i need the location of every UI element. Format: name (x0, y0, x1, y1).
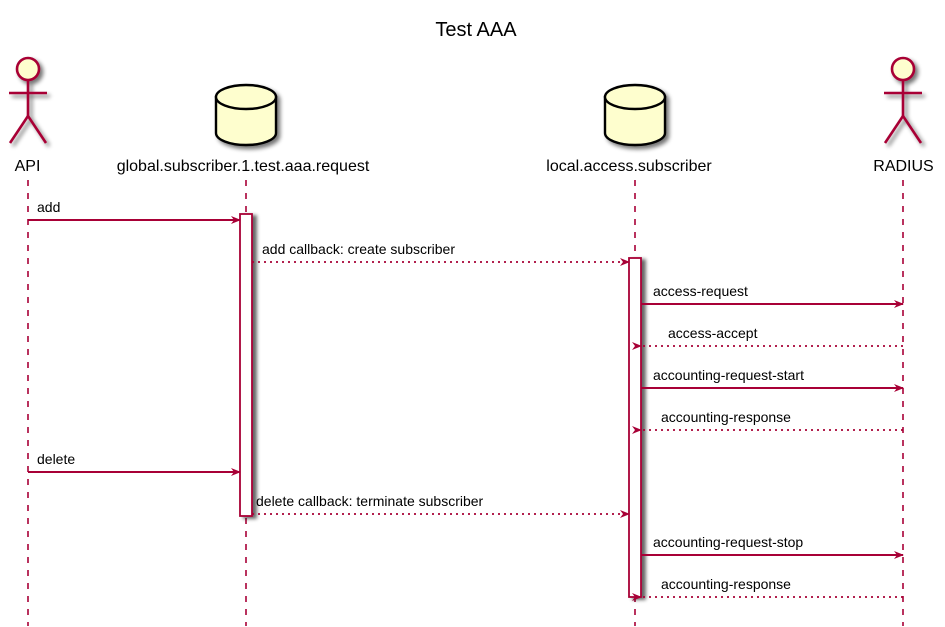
message-label: accounting-response (661, 409, 791, 425)
message-label: accounting-request-stop (653, 534, 803, 550)
message-label: accounting-request-start (653, 367, 804, 383)
participant-label-api: API (15, 158, 41, 175)
activation-bars-group (239, 213, 642, 598)
participant-label-local-access: local.access.subscriber (546, 158, 712, 175)
message-8[interactable]: delete callback: terminate subscriber (252, 493, 630, 518)
message-label: access-accept (668, 325, 758, 341)
message-label: delete callback: terminate subscriber (256, 493, 484, 509)
actor-icon-radius[interactable] (883, 56, 923, 144)
database-icon-global-request[interactable] (214, 83, 278, 147)
activation-bar-local-access (628, 257, 642, 598)
message-7[interactable]: delete (28, 451, 241, 476)
activation-bar-global-request (239, 213, 253, 517)
message-6[interactable]: accounting-response (632, 409, 903, 434)
message-label: add callback: create subscriber (262, 241, 455, 257)
message-label: add (37, 199, 60, 215)
message-9[interactable]: accounting-request-stop (641, 534, 904, 559)
message-label: access-request (653, 283, 748, 299)
message-label: accounting-response (661, 576, 791, 592)
message-2[interactable]: add callback: create subscriber (252, 241, 630, 266)
message-5[interactable]: accounting-request-start (641, 367, 904, 392)
messages-group: add add callback: create subscriber access… (28, 199, 904, 601)
message-label: delete (37, 451, 75, 467)
message-10[interactable]: accounting-response (632, 576, 903, 601)
participant-label-radius: RADIUS (873, 158, 933, 175)
diagram-title: Test AAA (435, 19, 517, 41)
participant-labels-group: API global.subscriber.1.test.aaa.request… (15, 158, 934, 175)
message-4[interactable]: access-accept (632, 325, 903, 350)
participant-label-global-request: global.subscriber.1.test.aaa.request (117, 158, 370, 175)
message-3[interactable]: access-request (641, 283, 904, 308)
lifelines-group (27, 180, 904, 626)
message-1[interactable]: add (28, 199, 241, 224)
actor-icon-api[interactable] (8, 56, 48, 144)
database-icon-local-access[interactable] (603, 83, 667, 147)
